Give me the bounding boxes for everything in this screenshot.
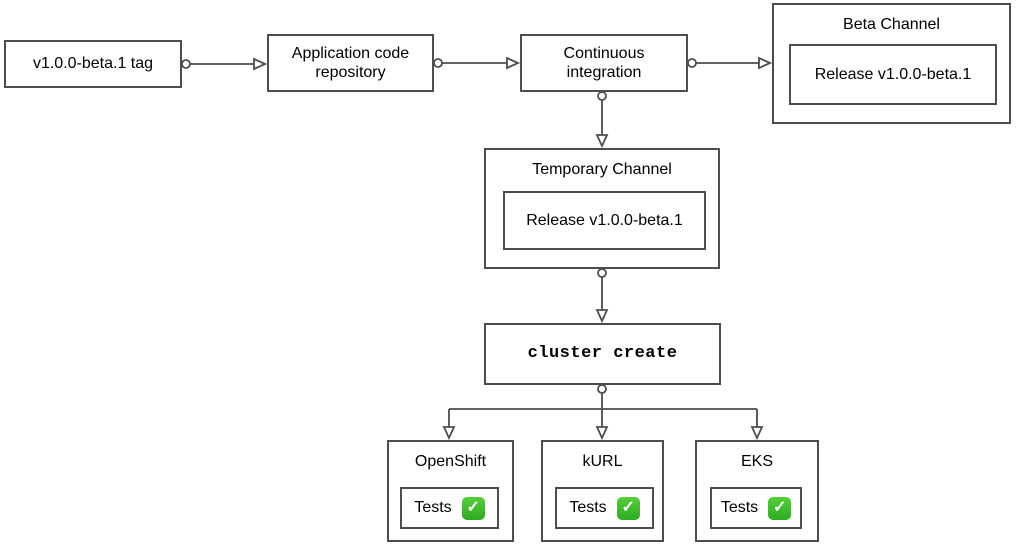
- edge-tag-to-repo: [181, 57, 268, 71]
- node-cluster-openshift: OpenShift Tests ✓: [387, 440, 514, 542]
- node-temporary-channel: Temporary Channel Release v1.0.0-beta.1: [484, 148, 720, 269]
- node-cluster-kurl-tests: Tests ✓: [555, 487, 654, 529]
- node-version-tag-label: v1.0.0-beta.1 tag: [32, 55, 154, 73]
- edge-temp-channel-to-cluster-create: [595, 268, 609, 324]
- edge-ci-to-beta-channel: [687, 56, 773, 70]
- tests-label: Tests: [720, 499, 759, 517]
- check-mark-button-icon: ✓: [616, 496, 640, 520]
- node-cluster-create: cluster create: [484, 323, 721, 385]
- node-cluster-eks: EKS Tests ✓: [695, 440, 819, 542]
- node-beta-channel-title: Beta Channel: [843, 16, 940, 33]
- edge-cluster-create-to-clusters: [442, 384, 764, 441]
- edge-ci-to-temp-channel: [595, 91, 609, 149]
- node-cluster-openshift-title: OpenShift: [414, 453, 487, 470]
- tests-label: Tests: [414, 499, 452, 517]
- edge-repo-to-ci: [433, 56, 521, 70]
- node-cluster-eks-title: EKS: [740, 453, 773, 470]
- node-beta-channel: Beta Channel Release v1.0.0-beta.1: [772, 3, 1011, 124]
- node-continuous-integration-label: Continuous integration: [563, 44, 645, 81]
- node-cluster-create-label: cluster create: [527, 343, 678, 363]
- node-cluster-eks-tests: Tests ✓: [710, 487, 802, 529]
- node-beta-channel-release-label: Release v1.0.0-beta.1: [814, 65, 972, 83]
- node-app-code-repository: Application code repository: [267, 34, 434, 92]
- node-temporary-channel-title: Temporary Channel: [532, 161, 672, 178]
- check-mark-button-icon: ✓: [768, 496, 792, 520]
- node-temporary-channel-release-label: Release v1.0.0-beta.1: [526, 211, 683, 229]
- node-cluster-openshift-tests: Tests ✓: [400, 487, 499, 529]
- check-mark-button-icon: ✓: [461, 496, 485, 520]
- node-cluster-kurl: kURL Tests ✓: [541, 440, 664, 542]
- tests-label: Tests: [569, 499, 607, 517]
- node-cluster-kurl-title: kURL: [582, 453, 623, 470]
- node-beta-channel-release: Release v1.0.0-beta.1: [789, 44, 997, 105]
- node-continuous-integration: Continuous integration: [520, 34, 688, 92]
- node-version-tag: v1.0.0-beta.1 tag: [4, 40, 182, 88]
- node-temporary-channel-release: Release v1.0.0-beta.1: [503, 191, 706, 250]
- node-app-code-repository-label: Application code repository: [291, 44, 410, 81]
